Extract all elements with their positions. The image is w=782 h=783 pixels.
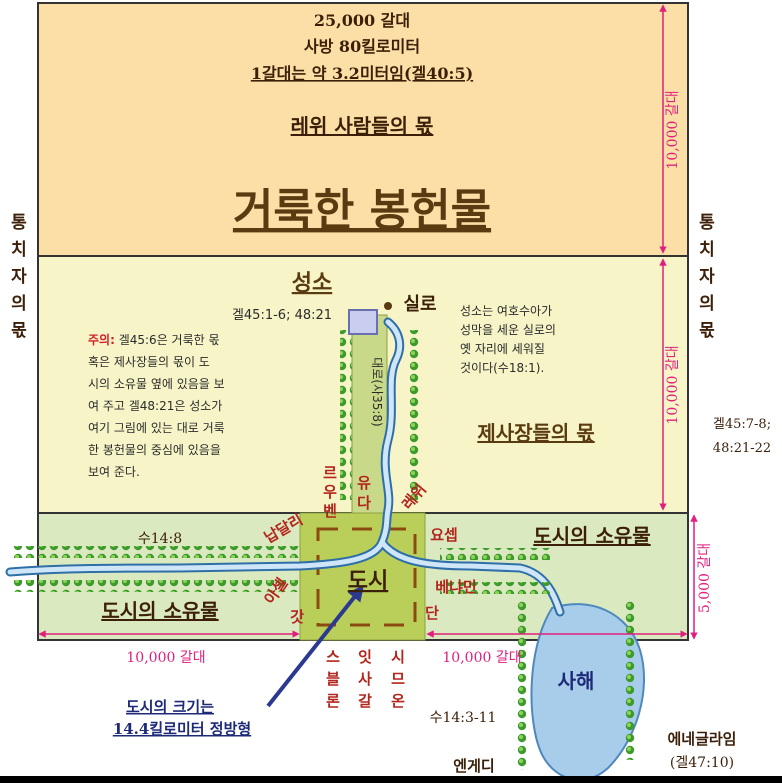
mid-height-label: 10,000 갈대 (665, 345, 681, 424)
highway-label: 대로(사35:8) (370, 357, 384, 426)
holy-offering-title: 거룩한 봉헌물 (233, 185, 491, 236)
city-property-right-label: 도시의 소유물 (533, 524, 650, 548)
sanctuary-building (348, 309, 378, 335)
city-walls (316, 527, 417, 627)
gate-joseph: 요셉 (430, 526, 458, 544)
measure-line-1: 25,000 갈대 (314, 11, 410, 30)
bottom-height-label: 5,000 갈대 (697, 543, 713, 613)
tree-row (340, 330, 352, 500)
city-region (299, 512, 426, 641)
right-ref-line-2: 48:21-22 (713, 441, 771, 456)
city-size-line-2: 14.4킬로미터 정방형 (113, 720, 251, 738)
shiloh-dot (384, 302, 392, 310)
gate-benjamin: 베냐민 (435, 578, 476, 596)
tree-row (624, 600, 636, 760)
gate-gad: 갓 (290, 608, 304, 626)
eneglaim-label: 에네글라임 (667, 730, 736, 748)
eneglaim-ref-label: (겔47:10) (670, 755, 734, 771)
bottom-left-width-label: 10,000 갈대 (126, 650, 205, 666)
priests-portion-label: 제사장들의 몫 (477, 421, 594, 445)
tree-row (440, 582, 550, 594)
tree-row (10, 580, 300, 592)
dead-sea-label: 사해 (558, 669, 595, 693)
josh-ref-2-label: 수14:3-11 (430, 710, 497, 726)
tree-row (440, 548, 550, 560)
levites-portion-region (37, 2, 689, 257)
measure-line-3: 1갈대는 약 3.2미터임(겔40:5) (251, 64, 473, 83)
top-height-label: 10,000 갈대 (665, 90, 681, 169)
shiloh-label: 실로 (403, 294, 436, 315)
gate-dan: 단 (425, 604, 439, 622)
city-property-left-label: 도시의 소유물 (101, 599, 218, 623)
tree-row (10, 546, 300, 558)
city-size-arrow (266, 584, 364, 708)
josh-ref-label: 수14:8 (138, 531, 182, 547)
levites-portion-label: 레위 사람들의 몫 (291, 114, 434, 138)
tree-row (410, 330, 422, 500)
city-label: 도시 (348, 568, 388, 594)
right-ref-line-1: 겔45:7-8; (713, 417, 771, 432)
tree-row (514, 600, 526, 770)
city-size-line-1: 도시의 크기는 (126, 698, 214, 716)
engedi-label: 엔게디 (453, 757, 494, 775)
measure-line-2: 사방 80킬로미터 (304, 37, 420, 56)
bottom-border-bar (0, 776, 782, 783)
sanctuary-ref: 겔45:1-6; 48:21 (232, 308, 332, 323)
sanctuary-title: 성소 (292, 270, 332, 296)
bottom-right-width-label: 10,000 갈대 (442, 650, 521, 666)
